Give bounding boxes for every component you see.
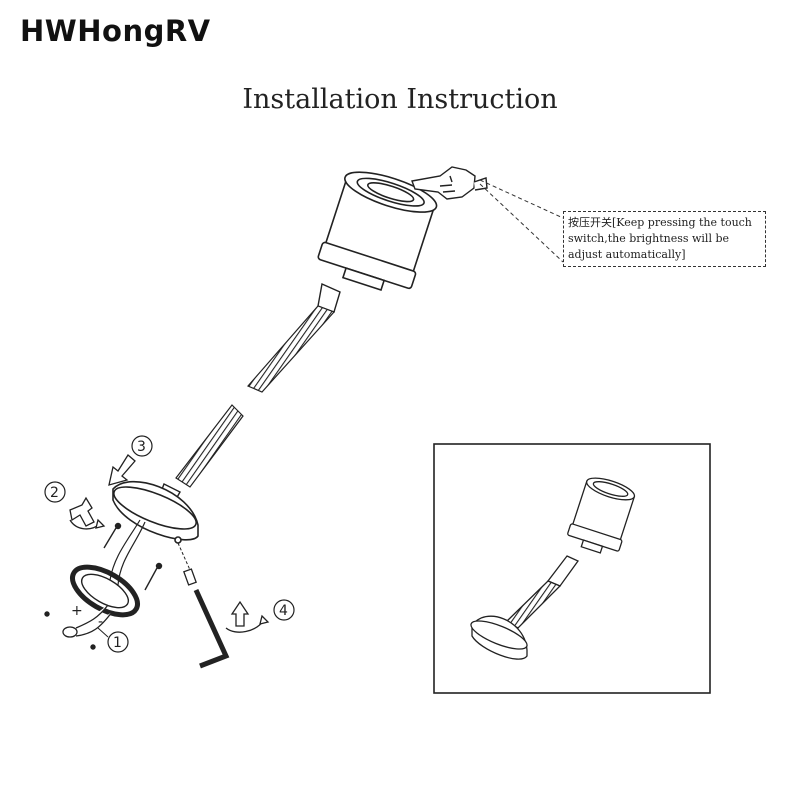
step-4-marker: 4 [273, 599, 295, 621]
rotate-up-arrow-icon [225, 600, 270, 633]
gooseneck-lower [175, 404, 244, 488]
step-1-label: 1 [113, 635, 122, 651]
lamp-head [317, 171, 438, 291]
step-4-label: 4 [279, 603, 288, 619]
callout-leader [479, 179, 564, 263]
gooseneck-upper [247, 305, 336, 393]
assembled-lamp [470, 477, 636, 660]
page-title: Installation Instruction [242, 84, 558, 115]
wire-connector [62, 604, 113, 638]
mounting-ring [70, 564, 140, 618]
down-arrow-icon [108, 454, 136, 486]
polarity-plus: + [71, 603, 83, 619]
step-2-label: 2 [50, 485, 59, 501]
step-2-marker: 2 [44, 481, 66, 503]
allen-key-icon [177, 542, 230, 669]
rotate-arrow-icon [69, 496, 106, 530]
base-plate [112, 480, 199, 544]
polarity-minus: - [98, 614, 103, 630]
brand-logo: HWHongRV [20, 14, 211, 48]
mounting-screws [44, 522, 163, 650]
step-1-marker: 1 [97, 627, 129, 653]
touch-switch-callout: 按压开关[Keep pressing the touch switch,the … [563, 211, 766, 267]
step-3-marker: 3 [131, 435, 153, 457]
step-3-label: 3 [137, 439, 146, 455]
